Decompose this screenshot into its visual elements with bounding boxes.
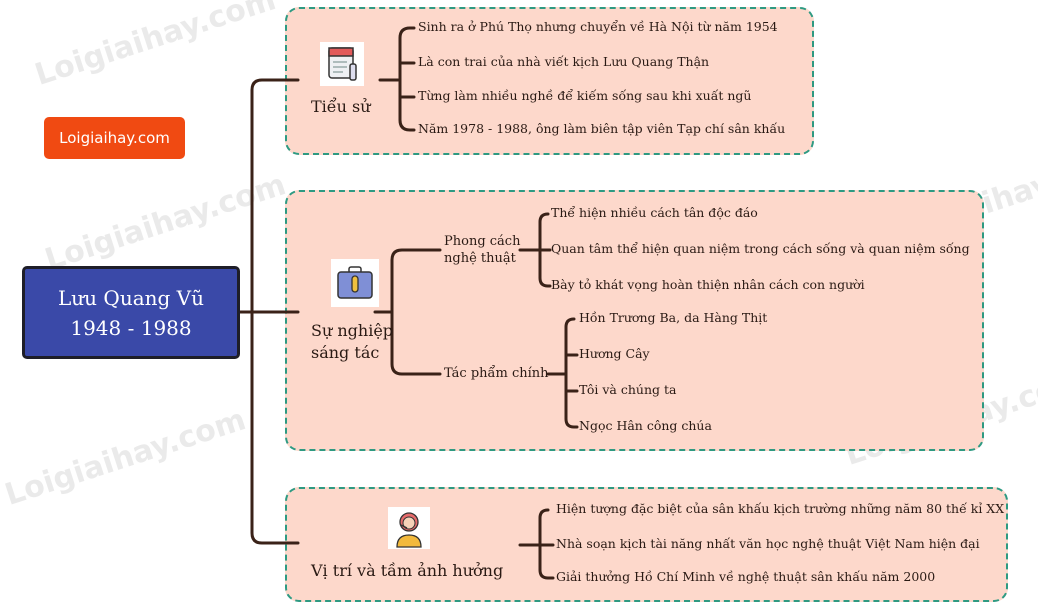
- list-item: Tôi và chúng ta: [579, 382, 677, 397]
- list-item: Sinh ra ở Phú Thọ nhưng chuyển về Hà Nội…: [418, 19, 778, 34]
- sub-branch-label: Phong cách: [444, 234, 521, 249]
- briefcase-icon: [331, 259, 379, 307]
- list-item: Giải thưởng Hồ Chí Minh về nghệ thuật sâ…: [556, 569, 936, 584]
- branch-box-bio: [285, 7, 814, 155]
- branch-title-line: sáng tác: [311, 343, 380, 362]
- sub-branch-label: nghệ thuật: [444, 251, 516, 266]
- list-item: Hương Cây: [579, 346, 650, 361]
- logo-text: Loigiaihay.com: [59, 129, 170, 147]
- list-item: Thể hiện nhiều cách tân độc đáo: [551, 205, 758, 220]
- root-node: Lưu Quang Vũ 1948 - 1988: [22, 266, 240, 359]
- list-item: Nhà soạn kịch tài năng nhất văn học nghệ…: [556, 536, 980, 551]
- headset-person-icon: [388, 507, 430, 549]
- root-name: Lưu Quang Vũ: [58, 285, 204, 310]
- branch-box-career: [285, 190, 984, 451]
- list-item: Quan tâm thể hiện quan niệm trong cách s…: [551, 241, 970, 256]
- branch-title-legacy: Vị trí và tầm ảnh hưởng: [311, 561, 504, 580]
- list-item: Ngọc Hân công chúa: [579, 418, 712, 433]
- branch-title-career: Sự nghiệp sáng tác: [311, 320, 393, 364]
- branch-title-line: Sự nghiệp: [311, 321, 394, 340]
- list-item: Bày tỏ khát vọng hoàn thiện nhân cách co…: [551, 277, 865, 292]
- list-item: Từng làm nhiều nghề để kiếm sống sau khi…: [418, 88, 752, 103]
- logo-badge[interactable]: Loigiaihay.com: [44, 117, 185, 159]
- list-item: Hiện tượng đặc biệt của sân khấu kịch tr…: [556, 501, 1005, 516]
- list-item: Năm 1978 - 1988, ông làm biên tập viên T…: [418, 121, 786, 136]
- sub-branch-style: Phong cách nghệ thuật: [444, 233, 520, 267]
- list-item: Là con trai của nhà viết kịch Lưu Quang …: [418, 54, 710, 69]
- sub-branch-works: Tác phẩm chính: [444, 366, 549, 381]
- document-icon: [320, 42, 364, 86]
- list-item: Hồn Trương Ba, da Hàng Thịt: [579, 310, 768, 325]
- branch-title-bio: Tiểu sử: [311, 97, 371, 116]
- root-years: 1948 - 1988: [70, 315, 192, 340]
